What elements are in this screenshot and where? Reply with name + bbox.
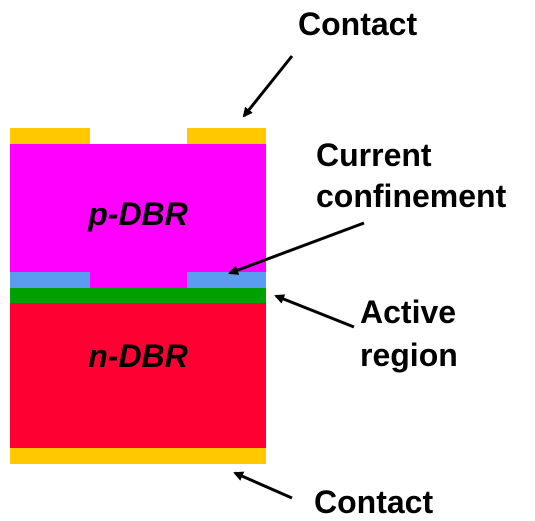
contact-top-label: Contact	[298, 6, 418, 42]
top-contact-right	[187, 128, 266, 144]
current-confinement-label-line2: confinement	[316, 178, 507, 214]
current-confinement-layer-right	[187, 272, 266, 288]
n-dbr-layer	[10, 303, 266, 448]
top-contact-left	[10, 128, 90, 144]
current-confinement-layer-left	[10, 272, 90, 288]
p-dbr-layer	[10, 144, 266, 272]
bottom-contact	[10, 448, 266, 464]
active-region-label-line2: region	[360, 337, 458, 373]
arrow-current-confinement	[228, 221, 365, 275]
contact-bottom-label: Contact	[314, 484, 434, 520]
p-dbr-label: p-DBR	[88, 196, 188, 232]
current-confinement-label-line1: Current	[316, 137, 432, 173]
n-dbr-label: n-DBR	[88, 338, 188, 374]
arrow-contact-bottom	[233, 471, 293, 500]
arrow-contact-top	[242, 55, 294, 118]
active-region-label-line1: Active	[360, 294, 457, 330]
arrow-active-region	[274, 294, 355, 329]
current-confinement-aperture	[90, 272, 187, 288]
active-region-layer	[10, 288, 266, 303]
